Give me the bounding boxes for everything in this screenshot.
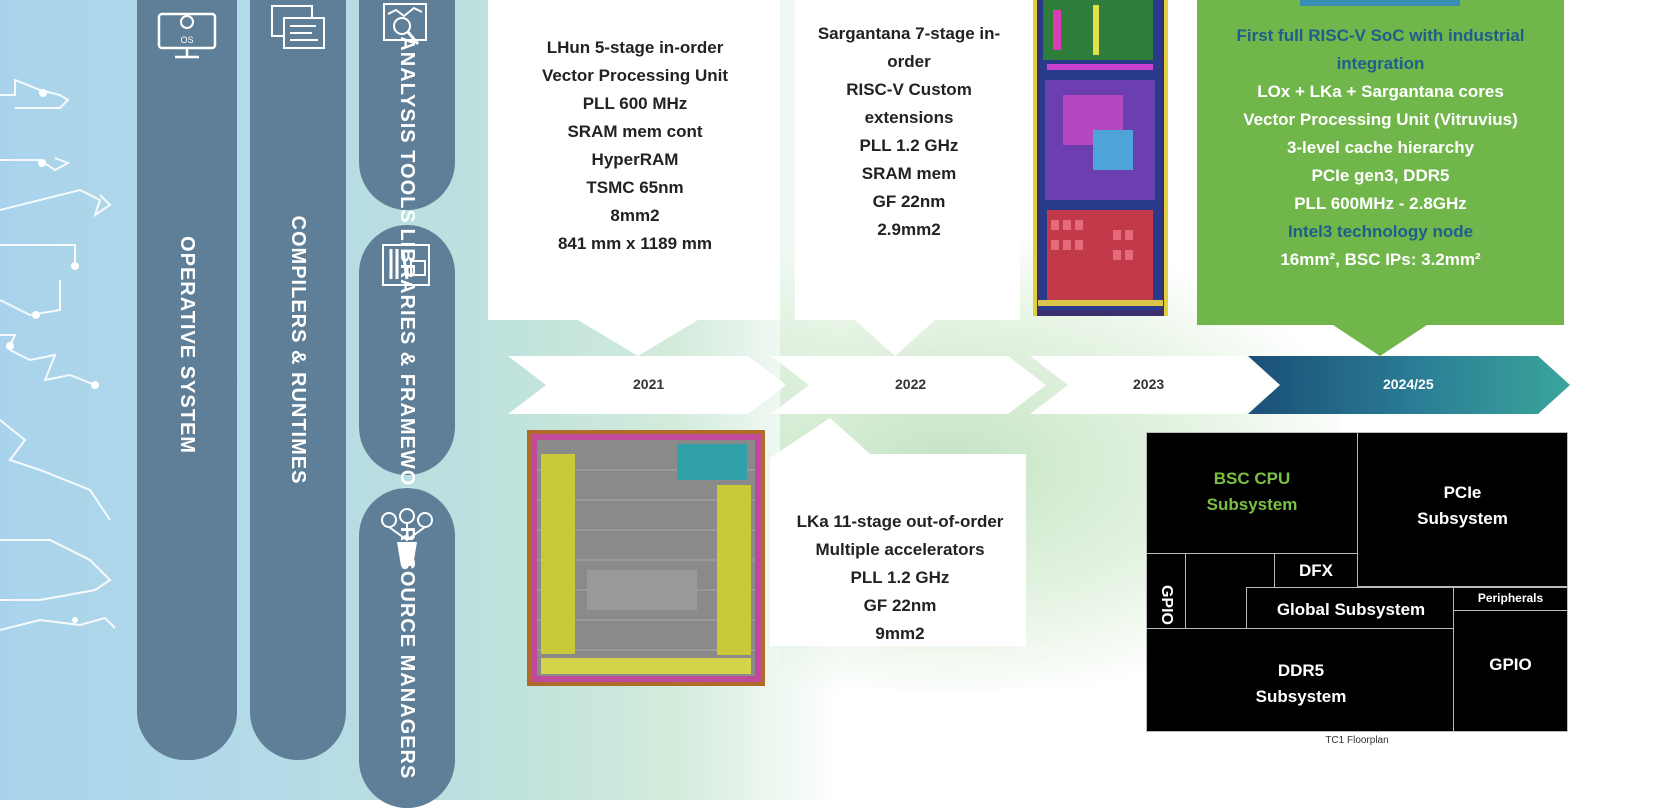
fp-ddr5-box[interactable] xyxy=(1146,628,1454,732)
svg-text:OS: OS xyxy=(180,35,193,45)
timeline-chevron-2022[interactable] xyxy=(771,356,1046,414)
timeline-label-2022: 2022 xyxy=(895,376,927,392)
stack-pill-analysis-tools[interactable]: ANALYSIS TOOLS xyxy=(359,0,455,224)
floorplan: BSC CPU Subsystem PCIe Subsystem GPIO DF… xyxy=(1146,432,1568,732)
card-lka-shape xyxy=(770,418,1026,646)
fp-pcie-label: PCIe Subsystem xyxy=(1417,483,1508,528)
soc-line: First full RISC-V SoC with industrial xyxy=(1236,26,1525,45)
analysis-chart-icon xyxy=(383,3,427,45)
timeline xyxy=(508,356,1570,414)
resource-tree-icon xyxy=(381,508,433,566)
card-sargantana-text: Sargantana 7-stage in- order RISC-V Cust… xyxy=(817,24,1001,239)
stack-pill-operative-system[interactable]: OS OPERATIVE SYSTEM xyxy=(137,0,237,760)
fp-gpio-right-label: GPIO xyxy=(1489,655,1532,674)
soc-line: Intel3 technology node xyxy=(1287,222,1474,241)
soc-line: PCIe gen3, DDR5 xyxy=(1311,166,1450,185)
floorplan-caption: TC1 Floorplan xyxy=(1325,735,1389,746)
soc-line: LOx + LKa + Sargantana cores xyxy=(1257,82,1504,101)
fp-dfx-label: DFX xyxy=(1299,561,1333,580)
card-lhun-shape xyxy=(488,0,780,356)
library-books-icon xyxy=(382,244,430,286)
stack-label-resource-managers: RESOURCE MANAGERS xyxy=(396,526,418,780)
soc-line: 3-level cache hierarchy xyxy=(1286,138,1475,157)
stack-label-analysis-tools: ANALYSIS TOOLS xyxy=(396,36,418,224)
stack-pill-libraries-frameworks[interactable]: LIBRARIES & FRAMEWORKS xyxy=(359,225,455,532)
stack-label-compilers-runtimes: COMPILERS & RUNTIMES xyxy=(287,215,309,485)
code-windows-icon xyxy=(271,5,325,49)
soc-line: PLL 600MHz - 2.8GHz xyxy=(1294,194,1467,213)
stack-pill-compilers-runtimes[interactable]: COMPILERS & RUNTIMES xyxy=(250,0,346,760)
stack-pill-resource-managers[interactable]: RESOURCE MANAGERS xyxy=(359,488,455,808)
timeline-label-2024-25: 2024/25 xyxy=(1383,376,1434,392)
card-lka-text: LKa 11-stage out-of-order Multiple accel… xyxy=(796,512,1004,643)
fp-pcie-box[interactable] xyxy=(1357,432,1568,587)
fp-gpio-right-box[interactable] xyxy=(1453,610,1568,732)
fp-global-label: Global Subsystem xyxy=(1276,600,1426,619)
soc-card-shape xyxy=(1197,0,1564,356)
decorative-line-art xyxy=(0,78,116,631)
fp-cpu-label: BSC CPU Subsystem xyxy=(1206,469,1298,514)
lhun-die-image xyxy=(527,430,765,686)
timeline-label-2023: 2023 xyxy=(1133,376,1165,392)
os-monitor-icon: OS xyxy=(157,12,217,59)
timeline-chevron-2023[interactable] xyxy=(1030,356,1281,414)
sargantana-die-image xyxy=(1033,0,1168,316)
fp-peripherals-label: Peripherals xyxy=(1477,591,1544,605)
soc-line: Vector Processing Unit (Vitruvius) xyxy=(1243,110,1518,129)
fp-cpu-box[interactable] xyxy=(1146,432,1358,554)
card-lhun-text: LHun 5-stage in-order Vector Processing … xyxy=(541,38,729,253)
soc-line: integration xyxy=(1336,54,1425,73)
stack-label-operative-system: OPERATIVE SYSTEM xyxy=(176,236,198,454)
soc-line: 16mm², BSC IPs: 3.2mm² xyxy=(1280,250,1481,269)
timeline-label-2021: 2021 xyxy=(633,376,665,392)
stack-label-libraries-frameworks: LIBRARIES & FRAMEWORKS xyxy=(396,228,418,532)
fp-ddr5-label: DDR5 Subsystem xyxy=(1255,661,1347,706)
card-sargantana-shape xyxy=(795,0,1020,356)
timeline-chevron-2021[interactable] xyxy=(508,356,786,414)
timeline-chevron-2024-25[interactable] xyxy=(1248,356,1570,414)
